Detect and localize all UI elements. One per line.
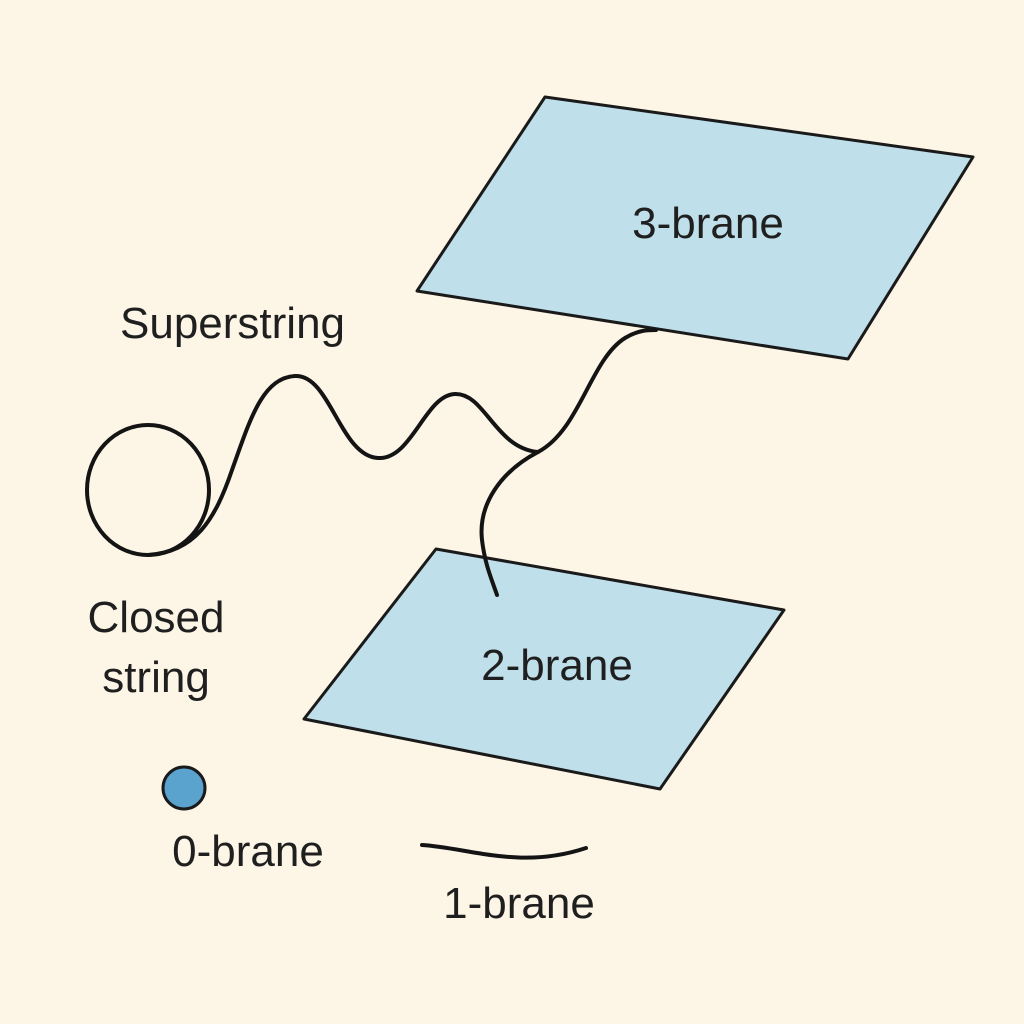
superstring-label: Superstring: [120, 299, 346, 348]
three-brane-surface: [415, 95, 975, 361]
closed-string-loop: [85, 423, 211, 557]
two-brane-label: 2-brane: [481, 641, 633, 690]
closed-string-label-line1: Closed: [87, 593, 225, 642]
three-brane-label: 3-brane: [632, 199, 784, 248]
closed-string-label-line2: string: [102, 653, 210, 702]
open-string-to-two-brane: [479, 450, 540, 597]
one-brane-line: [420, 843, 588, 860]
superstring-curve: [146, 373, 540, 557]
one-brane-label: 1-brane: [443, 879, 595, 928]
open-string-to-three-brane: [536, 328, 658, 454]
two-brane-surface: [302, 547, 786, 791]
zero-brane-label: 0-brane: [172, 827, 324, 876]
zero-brane-point: [161, 765, 207, 811]
